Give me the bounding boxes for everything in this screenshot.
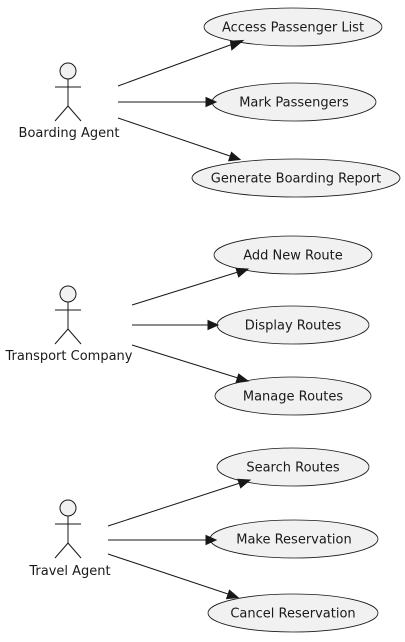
associations-transport-company (131, 267, 250, 384)
use-case-mark-passengers: Mark Passengers (211, 82, 377, 122)
actor-label: Boarding Agent (19, 126, 120, 141)
associations-travel-agent (107, 478, 252, 600)
use-case-label: Access Passenger List (222, 21, 364, 36)
use-case-make-reservation: Make Reservation (209, 519, 379, 559)
use-case-add-new-route: Add New Route (213, 235, 373, 275)
use-case-label: Generate Boarding Report (211, 172, 381, 187)
actor-boarding-agent: Boarding Agent (19, 62, 120, 141)
use-case-label: Mark Passengers (239, 96, 349, 111)
use-case-label: Manage Routes (243, 390, 344, 405)
use-case-manage-routes: Manage Routes (214, 376, 372, 416)
use-case-cancel-reservation: Cancel Reservation (207, 593, 379, 633)
use-case-label: Add New Route (243, 249, 343, 264)
use-case-label: Cancel Reservation (230, 607, 355, 622)
actor-travel-agent: Travel Agent (28, 499, 111, 579)
use-case-access-passenger-list: Access Passenger List (203, 7, 383, 47)
use-case-search-routes: Search Routes (216, 447, 370, 487)
associations-boarding-agent (117, 39, 245, 162)
actor-head-icon (59, 285, 77, 303)
use-case-generate-boarding-report: Generate Boarding Report (191, 158, 401, 198)
actor-head-icon (59, 62, 77, 80)
use-case-label: Display Routes (245, 319, 342, 334)
use-case-label: Make Reservation (236, 533, 352, 548)
use-case-display-routes: Display Routes (216, 305, 370, 345)
actor-head-icon (59, 499, 77, 517)
use-case-label: Search Routes (246, 461, 340, 476)
actor-label: Transport Company (5, 349, 133, 364)
actor-label: Travel Agent (28, 564, 110, 579)
actor-transport-company: Transport Company (5, 285, 133, 364)
